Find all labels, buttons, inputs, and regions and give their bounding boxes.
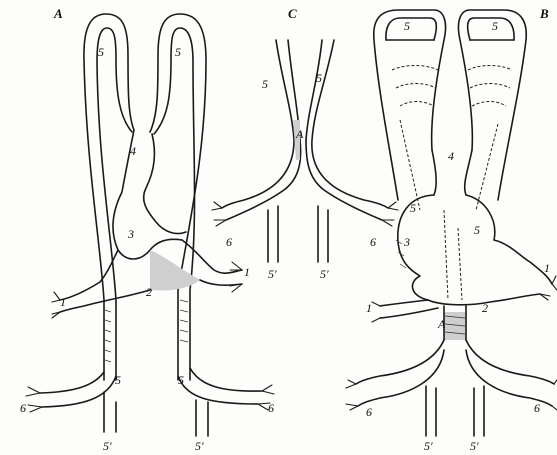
label-c-5prime-left: 5′ [268,267,277,281]
label-b-4: 4 [448,149,454,163]
label-a-6-right: 6 [268,401,274,415]
label-a-5prime-left: 5′ [103,439,112,453]
label-b-6-left: 6 [366,405,372,419]
label-a-3: 3 [127,227,134,241]
label-b-5prime-left: 5′ [424,439,433,453]
label-a-2: 2 [146,285,152,299]
label-a-1-left: 1 [60,295,66,309]
label-b-1-left: 1 [366,301,372,315]
label-a-4: 4 [130,144,136,158]
label-b-5-mid-left: 5 [410,201,416,215]
figure-a: A 5 5 4 3 2 1 1 5 5 6 6 5′ 5′ [20,6,274,453]
label-b-5-mid-right: 5 [474,223,480,237]
figure-b: B 5 5 4 5 5 3 1 1 2 A 6 6 5′ 5′ [346,6,557,453]
label-c-5-left: 5 [262,77,268,91]
label-b-5-right: 5 [492,19,498,33]
label-b-1-right: 1 [544,261,550,275]
label-b-3: 3 [403,235,410,249]
label-b-2: 2 [482,301,488,315]
label-a-5-right: 5 [175,45,181,59]
label-a-5-lower-right: 5 [178,373,184,387]
label-a-6-left: 6 [20,401,26,415]
figure-c: C 5 5 A 6 6 5′ 5′ [212,6,398,281]
label-c-6-left: 6 [226,235,232,249]
figure-b-letter: B [539,6,549,21]
label-c-6-right: 6 [370,235,376,249]
label-c-5prime-right: 5′ [320,267,329,281]
label-a-1-right: 1 [244,265,250,279]
label-b-6-right: 6 [534,401,540,415]
figure-a-letter: A [53,6,63,21]
label-b-a: A [437,317,446,331]
label-a-5prime-right: 5′ [195,439,204,453]
figure-c-letter: C [288,6,297,21]
label-c-a: A [295,127,304,141]
label-a-5-left: 5 [98,45,104,59]
label-b-5-left: 5 [404,19,410,33]
label-c-5-right: 5 [316,71,322,85]
label-b-5prime-right: 5′ [470,439,479,453]
label-a-5-lower-left: 5 [115,373,121,387]
